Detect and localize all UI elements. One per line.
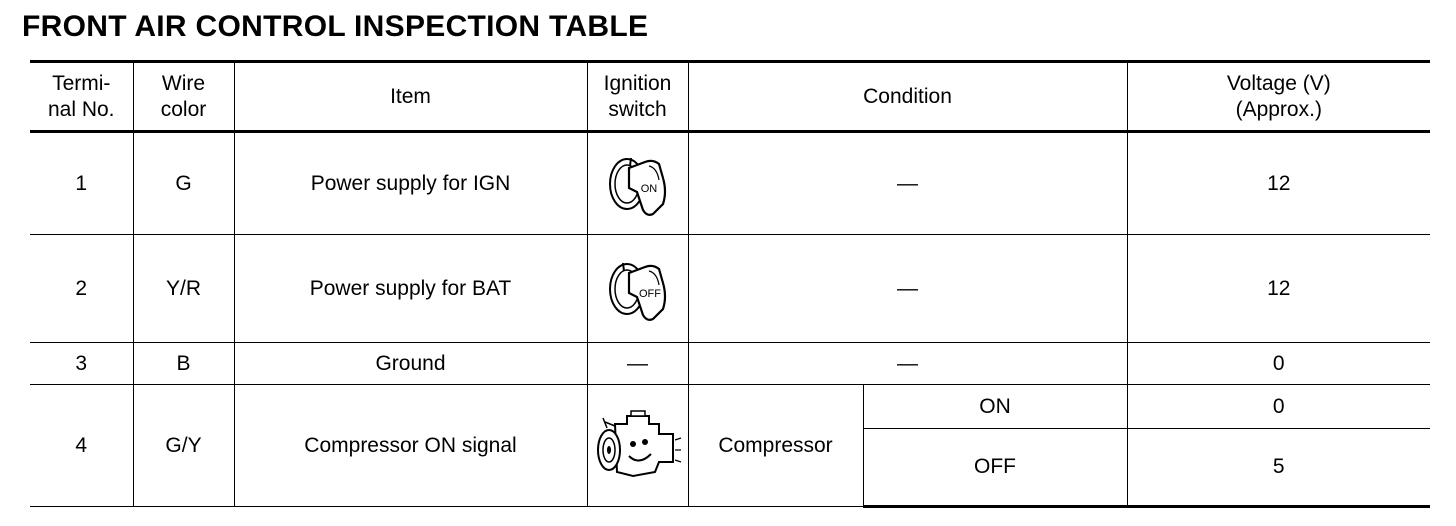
svg-text:ON: ON	[640, 183, 657, 195]
header-condition: Condition	[687, 60, 1128, 133]
condition-cell: Compressor	[687, 384, 864, 507]
svg-text:OFF: OFF	[639, 288, 661, 300]
sub-condition-cell: ON	[862, 384, 1128, 429]
table-row: 4 G/Y Compressor ON signal	[30, 384, 1431, 507]
terminal-cell: 1	[30, 131, 134, 235]
table-row: 2 Y/R Power supply for BAT OFF — 12	[30, 234, 1431, 343]
voltage-cell: 12	[1126, 131, 1431, 235]
voltage-cell: 5	[1126, 428, 1431, 508]
wire-color-cell: B	[132, 342, 235, 385]
terminal-cell: 2	[30, 234, 134, 343]
condition-cell: —	[687, 234, 1128, 343]
item-cell: Power supply for IGN	[233, 131, 588, 235]
header-item: Item	[233, 60, 588, 133]
engine-running-icon	[596, 409, 681, 477]
ignition-key-off-icon: OFF	[608, 262, 666, 321]
header-row: Termi- nal No. Wire color Item Ignition …	[30, 60, 1431, 133]
header-terminal-no: Termi- nal No.	[30, 60, 134, 133]
item-cell: Power supply for BAT	[233, 234, 588, 343]
table-row: OFF 5	[30, 428, 1431, 508]
terminal-cell: 3	[30, 342, 134, 385]
item-cell: Compressor ON signal	[233, 384, 588, 507]
terminal-cell: 4	[30, 384, 134, 507]
voltage-cell: 12	[1126, 234, 1431, 343]
header-ignition-switch: Ignition switch	[586, 60, 689, 133]
table-row: 3 B Ground — — 0	[30, 342, 1431, 385]
inspection-table: Termi- nal No. Wire color Item Ignition …	[30, 60, 1431, 508]
table-row: 1 G Power supply for IGN ON — 12	[30, 131, 1431, 235]
item-cell: Ground	[233, 342, 588, 385]
voltage-cell: 0	[1126, 342, 1431, 385]
table-title: FRONT AIR CONTROL INSPECTION TABLE	[22, 10, 649, 43]
ignition-switch-cell: ON	[586, 131, 689, 235]
sub-condition-cell: OFF	[863, 428, 1128, 508]
ignition-switch-cell: —	[586, 342, 689, 385]
ignition-switch-cell	[586, 384, 689, 507]
wire-color-cell: Y/R	[132, 234, 235, 343]
wire-color-cell: G/Y	[132, 384, 235, 507]
condition-cell: —	[687, 131, 1128, 235]
wire-color-cell: G	[132, 131, 235, 235]
header-voltage: Voltage (V) (Approx.)	[1126, 60, 1431, 133]
ignition-switch-cell: OFF	[586, 234, 689, 343]
voltage-cell: 0	[1126, 384, 1431, 429]
condition-cell: —	[687, 342, 1128, 385]
header-wire-color: Wire color	[132, 60, 235, 133]
ignition-key-on-icon: ON	[608, 157, 666, 216]
